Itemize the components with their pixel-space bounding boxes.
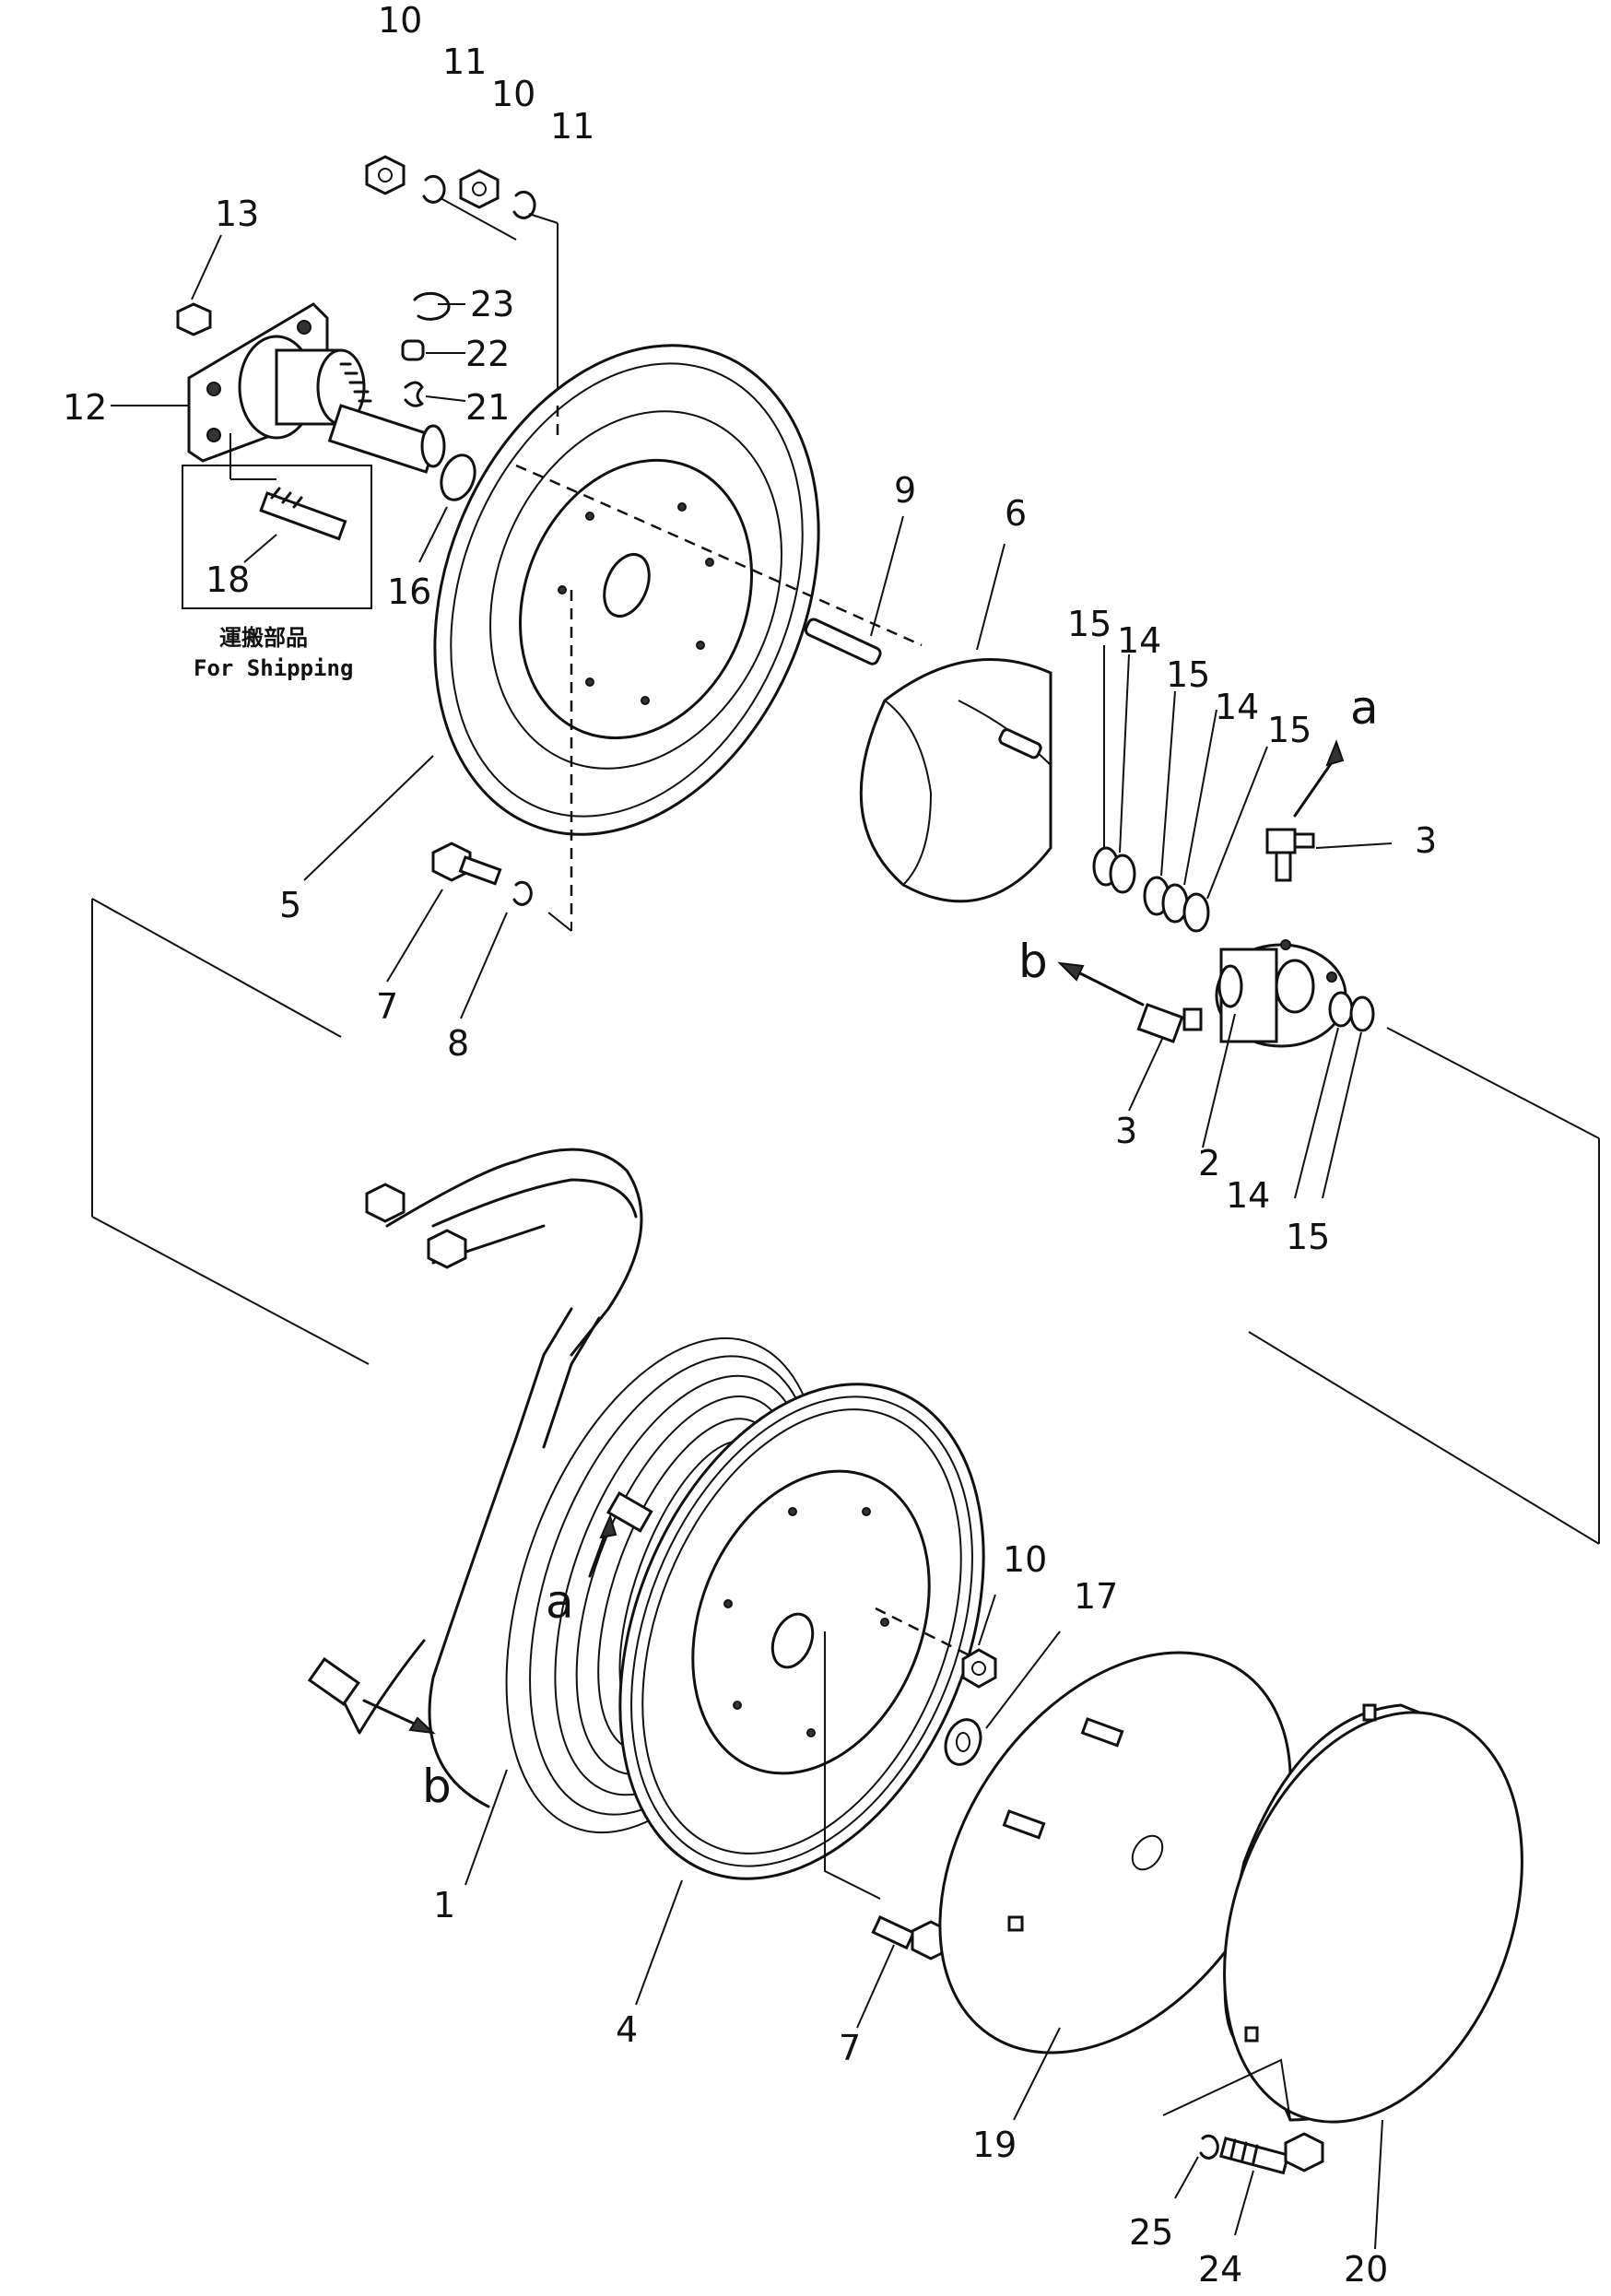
washer-8 bbox=[512, 880, 533, 906]
nut-10-bottom bbox=[961, 1648, 997, 1689]
drum-flange-5 bbox=[433, 344, 820, 836]
callout-24: 24 bbox=[1198, 2249, 1242, 2290]
callout-13: 13 bbox=[215, 194, 259, 234]
arrow-a-top bbox=[1293, 739, 1345, 818]
nut-10-top-left bbox=[365, 155, 406, 195]
callout-15-bottom: 15 bbox=[1286, 1217, 1330, 1257]
callout-20: 20 bbox=[1344, 2249, 1388, 2290]
callout-11-right: 11 bbox=[550, 106, 594, 147]
bolt-7-bottom bbox=[871, 1915, 951, 1960]
callout-12: 12 bbox=[63, 387, 107, 428]
rings-14-15-upper bbox=[1092, 846, 1210, 933]
arrow-label-b-top: b bbox=[1018, 935, 1048, 988]
callout-25: 25 bbox=[1129, 2212, 1173, 2253]
callout-17: 17 bbox=[1074, 1576, 1118, 1617]
shipping-caption-english: For Shipping bbox=[194, 655, 353, 681]
arrow-label-a-bottom: a bbox=[546, 1575, 574, 1629]
elbow-fitting-3-top bbox=[1265, 828, 1315, 882]
callout-14-bottom: 14 bbox=[1226, 1175, 1270, 1216]
callout-16: 16 bbox=[387, 571, 431, 612]
callout-19: 19 bbox=[972, 2125, 1017, 2165]
callout-5: 5 bbox=[279, 885, 301, 925]
arrow-letters: a b a b bbox=[422, 681, 1379, 1813]
shipping-caption-japanese: 運搬部品 bbox=[219, 625, 308, 651]
rings-14-15-lower bbox=[1328, 991, 1375, 1032]
callout-10-left: 10 bbox=[378, 0, 422, 41]
cover-20 bbox=[1223, 1703, 1523, 2124]
callout-8: 8 bbox=[447, 1023, 469, 1064]
callout-10-right: 10 bbox=[491, 74, 535, 114]
drum-4 bbox=[618, 1383, 985, 1880]
part-21 bbox=[404, 381, 424, 407]
washer-25 bbox=[1199, 2134, 1219, 2160]
arrow-a-bottom bbox=[588, 1513, 617, 1578]
bolt-7-top bbox=[431, 842, 502, 886]
washer-17 bbox=[944, 1718, 982, 1766]
arrow-b-bottom bbox=[362, 1699, 436, 1735]
explode-boundary bbox=[91, 898, 1600, 1545]
washer-11-top-right bbox=[512, 190, 536, 219]
o-ring-16 bbox=[440, 453, 476, 501]
callout-14-middle: 14 bbox=[1215, 687, 1259, 727]
arrow-b-top bbox=[1057, 961, 1145, 1007]
callout-1: 1 bbox=[433, 1885, 455, 1925]
pin-9 bbox=[804, 618, 882, 665]
callout-11-left: 11 bbox=[442, 41, 487, 82]
brake-band-6 bbox=[859, 658, 1052, 903]
callout-3-side: 3 bbox=[1115, 1111, 1137, 1151]
shipping-box bbox=[182, 465, 372, 609]
callout-10-bottom: 10 bbox=[1003, 1539, 1047, 1580]
nut-13 bbox=[176, 302, 212, 336]
callout-7-bottom: 7 bbox=[839, 2028, 861, 2068]
nut-10-top-right bbox=[459, 169, 500, 209]
callout-3-top: 3 bbox=[1415, 820, 1437, 861]
callout-14-left: 14 bbox=[1117, 620, 1161, 661]
callout-2: 2 bbox=[1198, 1143, 1220, 1183]
callout-numbers: 1 2 3 3 4 5 6 7 7 8 9 10 10 10 11 11 12 … bbox=[63, 0, 1437, 2290]
callout-9: 9 bbox=[894, 470, 916, 511]
callout-22: 22 bbox=[465, 334, 510, 374]
callout-15-middle: 15 bbox=[1166, 654, 1210, 695]
callout-21: 21 bbox=[465, 387, 510, 428]
callout-6: 6 bbox=[1005, 493, 1027, 534]
arrow-label-a-top: a bbox=[1350, 681, 1379, 735]
part-22 bbox=[401, 339, 425, 361]
elbow-fitting-3-side bbox=[1136, 1003, 1203, 1043]
callout-23: 23 bbox=[470, 284, 514, 324]
arrow-label-b-bottom: b bbox=[422, 1760, 452, 1813]
callout-15-left: 15 bbox=[1067, 604, 1111, 644]
ring-23 bbox=[413, 291, 451, 321]
callout-4: 4 bbox=[616, 2009, 638, 2050]
swivel-joint-12 bbox=[187, 302, 446, 474]
bolt-24 bbox=[1218, 2132, 1324, 2175]
washer-11-top-left bbox=[422, 174, 446, 204]
callout-18: 18 bbox=[206, 559, 250, 600]
rotary-joint-2 bbox=[1215, 939, 1347, 1048]
callout-7-top: 7 bbox=[376, 986, 398, 1027]
callout-15-right: 15 bbox=[1267, 710, 1311, 750]
